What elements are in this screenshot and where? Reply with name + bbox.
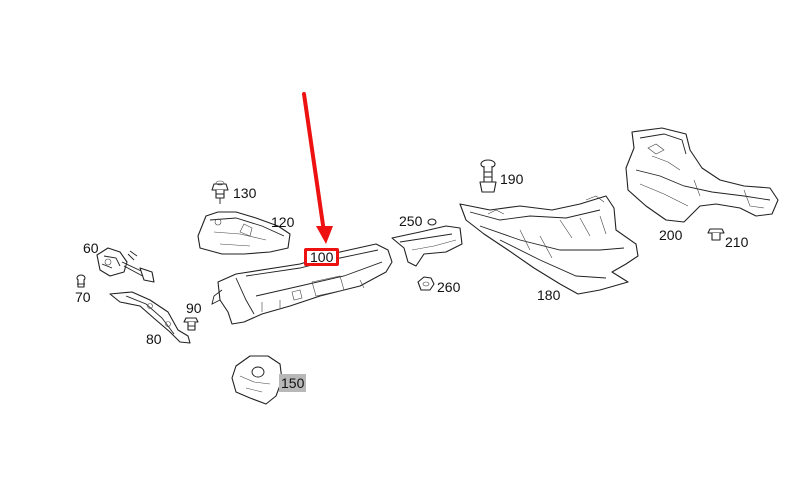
part-150-drawing[interactable] [231, 355, 283, 405]
selection-arrow [302, 92, 333, 244]
part-180-drawing[interactable] [459, 195, 639, 295]
part-200-drawing[interactable] [625, 127, 779, 223]
callout-80[interactable]: 80 [146, 331, 162, 347]
part-100-drawing[interactable] [211, 243, 393, 325]
callout-120[interactable]: 120 [271, 214, 295, 230]
part-250-drawing[interactable] [391, 218, 463, 267]
part-60-drawing[interactable] [96, 247, 155, 283]
part-130-drawing[interactable] [211, 180, 229, 204]
part-260-drawing[interactable] [417, 276, 435, 291]
part-190-drawing[interactable] [479, 159, 497, 193]
callout-190[interactable]: 190 [500, 171, 524, 187]
callout-90[interactable]: 90 [186, 300, 202, 316]
part-80-drawing[interactable] [109, 291, 191, 344]
callout-210[interactable]: 210 [725, 234, 749, 250]
callout-100-selected[interactable]: 100 [304, 248, 340, 266]
callout-180[interactable]: 180 [537, 287, 561, 303]
part-70-drawing[interactable] [76, 274, 86, 288]
part-120-drawing[interactable] [197, 211, 291, 255]
callout-70[interactable]: 70 [75, 289, 91, 305]
part-90-drawing[interactable] [183, 317, 199, 331]
part-210-drawing[interactable] [707, 228, 725, 241]
callout-200[interactable]: 200 [659, 227, 683, 243]
callout-260[interactable]: 260 [437, 279, 461, 295]
callout-250[interactable]: 250 [399, 213, 423, 229]
callout-150-highlighted[interactable]: 150 [279, 374, 307, 392]
callout-60[interactable]: 60 [83, 240, 99, 256]
callout-130[interactable]: 130 [233, 185, 257, 201]
